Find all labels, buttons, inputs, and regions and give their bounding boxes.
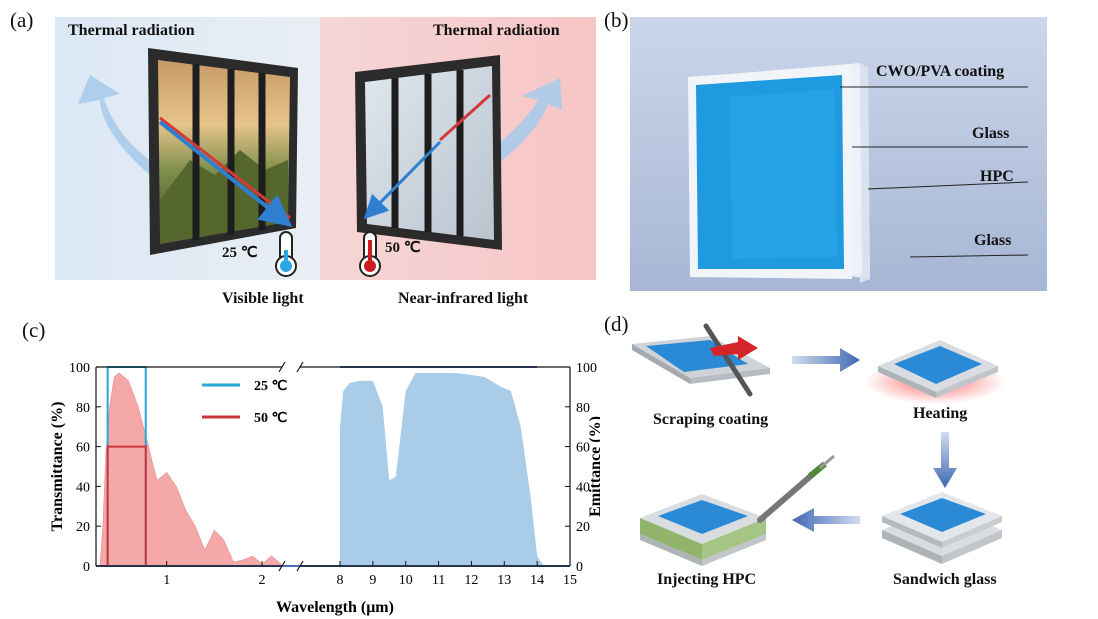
layer-label-coating: CWO/PVA coating [876,63,1005,80]
layer-label-glass-2: Glass [974,232,1012,249]
legend-label-1: 50 ℃ [254,411,288,426]
ytick-label-right: 20 [576,520,590,535]
process-arrow-1 [792,348,860,372]
ytick-label-left: 20 [76,520,90,535]
ytick-label-right: 40 [576,480,590,495]
panel-a-label: (a) [10,8,34,32]
emittance-area [340,372,544,566]
thermal-radiation-right: Thermal radiation [433,22,560,39]
process-arrow-3 [792,508,860,532]
xtick-label-right: 9 [369,573,376,588]
axis-break-mark [278,560,286,572]
step-label-scraping: Scraping coating [653,411,769,428]
step-label-injecting: Injecting HPC [657,571,757,588]
layer-label-hpc: HPC [980,168,1014,185]
step-scraping-icon [632,323,770,397]
xtick-label-right: 15 [563,573,577,588]
xtick-label-left: 1 [163,573,170,588]
panel-d-illustration [632,323,1005,566]
ytick-label-right: 100 [576,361,597,376]
y-axis-label-right: Emittance (%) [587,416,600,517]
ytick-label-right: 0 [576,560,583,575]
temperature-hot: 50 ℃ [385,240,421,256]
ytick-label-right: 60 [576,441,590,456]
visible-ray-hot [363,140,442,220]
xtick-label-right: 12 [464,573,478,588]
panel-a-illustration [55,17,596,280]
legend-nir-label: Near-infrared light [398,290,529,307]
layer-label-glass-1: Glass [972,125,1010,142]
legend-label-0: 25 ℃ [254,379,288,394]
panel-c-label: (c) [22,318,46,342]
panel-d-label: (d) [604,312,629,336]
step-sandwich-icon [882,492,1002,564]
thermal-arrow-left [78,75,150,175]
thermal-radiation-left: Thermal radiation [68,22,195,39]
step-injecting-icon [640,454,835,566]
y-axis-label-left: Transmittance (%) [49,402,66,532]
temperature-cold: 25 ℃ [222,245,258,261]
thermometer-hot-icon [359,231,381,277]
ytick-label-left: 40 [76,480,90,495]
transmittance-area [99,372,282,567]
step-label-sandwich: Sandwich glass [893,571,997,588]
xtick-label-right: 10 [399,573,413,588]
panel-b-illustration [630,17,1047,291]
xtick-label-left: 2 [259,573,266,588]
ytick-label-left: 60 [76,441,90,456]
series-50c-line [106,445,147,566]
step-heating-icon [865,340,1005,404]
step-label-heating: Heating [913,405,968,422]
ytick-label-right: 80 [576,401,590,416]
ytick-label-left: 80 [76,401,90,416]
axis-break-mark [278,361,286,373]
thermometer-cold-icon [275,231,297,277]
panel-b-label: (b) [604,8,629,32]
thermal-arrow-right [490,78,562,165]
xtick-label-right: 8 [337,573,344,588]
xtick-label-right: 11 [432,573,445,588]
process-arrow-2 [933,432,957,488]
axis-break-mark [296,560,304,572]
xtick-label-right: 14 [530,573,544,588]
legend-visible-label: Visible light [222,290,304,307]
ytick-label-left: 0 [83,560,90,575]
visible-ray-cold [158,120,293,227]
xtick-label-right: 13 [497,573,511,588]
x-axis-label: Wavelength (μm) [276,599,394,616]
axis-break-mark [296,361,304,373]
ytick-label-left: 100 [69,361,90,376]
